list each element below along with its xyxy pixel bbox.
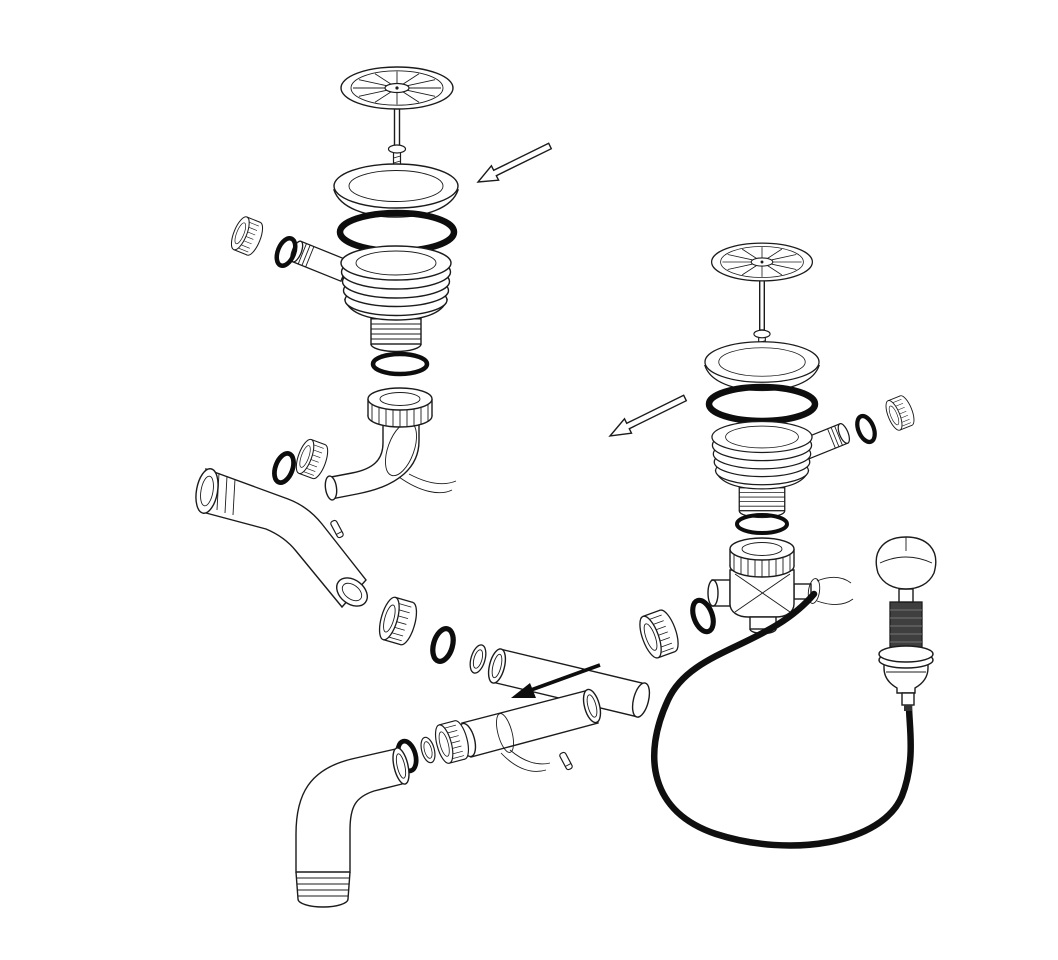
left-drain-body <box>340 245 452 353</box>
left-rubber-seal <box>336 209 458 255</box>
pipe-clamp <box>496 713 551 772</box>
left-piping <box>195 436 651 908</box>
drain-pipe <box>457 688 602 772</box>
left-side-nut <box>227 214 267 258</box>
right-strainer-basket <box>710 242 814 282</box>
pipe-washer-1 <box>466 642 490 676</box>
pin-2 <box>558 750 574 772</box>
right-sink-flange <box>704 341 820 392</box>
tee-fitting <box>707 569 854 635</box>
right-rubber-seal <box>705 383 819 425</box>
size-annotation-right <box>608 394 688 437</box>
left-strainer-basket <box>340 66 454 110</box>
pipe-washer-2 <box>417 735 439 765</box>
pipe-nut-1 <box>292 436 332 482</box>
tee-union-nut <box>729 537 795 578</box>
pipe-o-ring-2 <box>429 626 456 664</box>
right-side-nut <box>882 393 918 433</box>
overflow-knob-stem <box>898 588 914 603</box>
flow-arrow-icon <box>511 663 601 698</box>
hose-clamp <box>807 576 854 606</box>
left-side-o-ring <box>273 236 299 269</box>
outlet-elbow-pipe <box>295 747 410 908</box>
pin-1 <box>329 518 345 540</box>
overflow-hose <box>650 590 914 849</box>
overflow-body <box>878 601 934 711</box>
left-side-branch <box>287 238 350 282</box>
inlet-elbow-pipe <box>195 467 368 609</box>
arrow-right-icon <box>608 394 688 437</box>
overflow-knob-assembly <box>875 536 937 711</box>
arrow-left-icon <box>476 142 553 183</box>
size-annotation-left <box>476 142 553 183</box>
overflow-knob <box>875 536 937 590</box>
right-drain-body <box>711 420 813 519</box>
left-union-nut <box>367 387 433 428</box>
right-drain-assembly <box>634 242 918 662</box>
left-flat-gasket <box>370 351 430 377</box>
right-flat-gasket <box>735 513 789 535</box>
right-side-o-ring <box>854 414 878 445</box>
pipe-nut-2 <box>374 594 422 648</box>
left-drain-assembly <box>227 66 459 501</box>
connector-pipe <box>487 648 651 718</box>
left-sink-flange <box>333 163 459 218</box>
tee-inlet-nut <box>634 606 684 662</box>
pipe-o-ring-1 <box>271 451 297 485</box>
left-outlet-elbow <box>324 421 457 501</box>
